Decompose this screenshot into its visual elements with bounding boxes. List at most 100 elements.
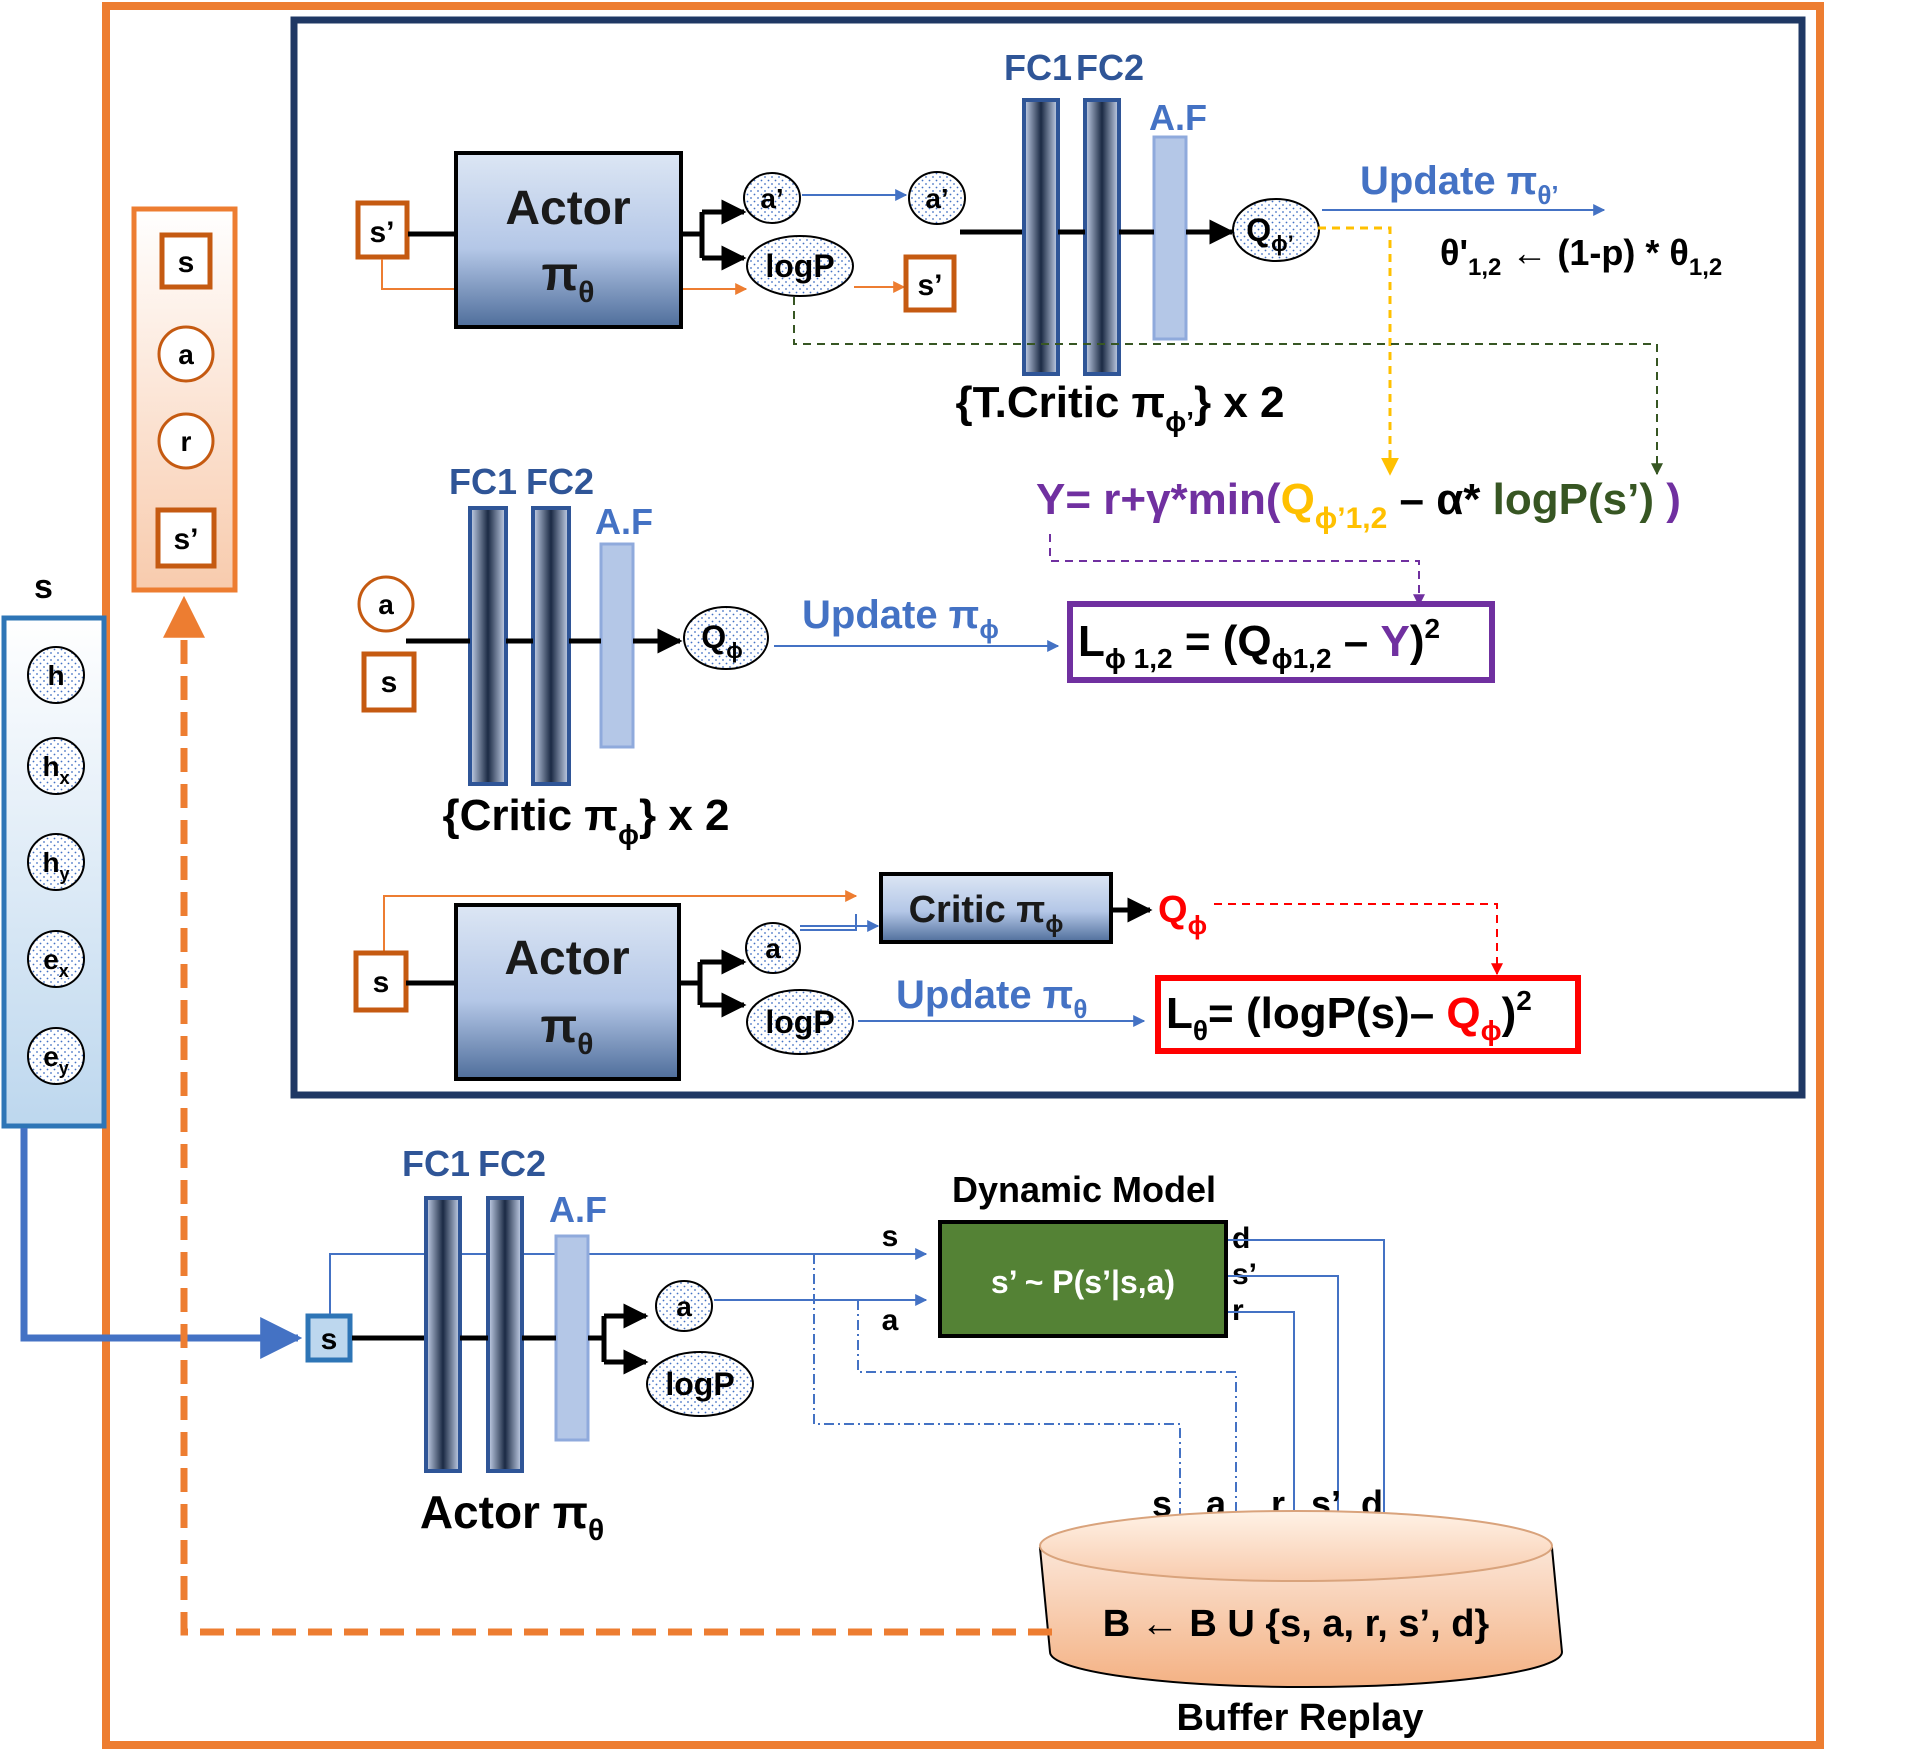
- svg-text:a: a: [378, 589, 394, 620]
- state-item-hy: hy: [27, 833, 85, 891]
- critic-update-label: Update πϕ: [802, 593, 999, 644]
- logp-to-equation-arrow: [793, 297, 1663, 476]
- actor-q-label: Qϕ: [1158, 889, 1207, 940]
- critic-loss-box: Lϕ 1,2 = (Qϕ1,2 – Y)2: [1067, 601, 1495, 683]
- sample-item-s: s: [159, 232, 213, 290]
- target-af-layer: [1152, 135, 1188, 341]
- actor-critic-box: Critic πϕ: [879, 872, 1113, 944]
- critic-af-layer: [599, 542, 635, 749]
- svg-text:s: s: [178, 246, 195, 279]
- svg-text:s’: s’: [917, 269, 942, 302]
- replay-buffer-cylinder: B ← B U {s, a, r, s’, d}: [1038, 1510, 1564, 1688]
- state-item-h: h: [27, 646, 85, 704]
- svg-text:logP: logP: [765, 248, 834, 284]
- svg-text:hx: hx: [42, 751, 69, 788]
- svg-text:B ← B U {s, a, r, s’, d}: B ← B U {s, a, r, s’, d}: [1103, 1603, 1490, 1645]
- svg-text:a: a: [765, 933, 781, 964]
- dynamic-model-box: s’ ~ P(s’|s,a): [938, 1220, 1228, 1338]
- svg-text:Critic πϕ: Critic πϕ: [909, 889, 1064, 938]
- rollout-fc1-layer: [424, 1196, 462, 1473]
- rollout-input-s: s: [305, 1313, 353, 1363]
- actor-logp-node: logP: [746, 989, 854, 1055]
- critic-af-label: A.F: [595, 501, 653, 542]
- svg-text:a: a: [178, 339, 194, 370]
- target-actor-box: Actor πθ: [454, 151, 683, 329]
- svg-text:s’: s’: [369, 216, 394, 249]
- rollout-af-layer: [554, 1234, 590, 1442]
- svg-text:ey: ey: [43, 1041, 69, 1078]
- svg-text:hy: hy: [42, 847, 69, 884]
- critic-input-a: a: [357, 575, 415, 633]
- target-equation: Y= r+γ*min(Qϕ’1,2 – α* logP(s’) ): [1036, 475, 1681, 535]
- svg-text:Qϕ’: Qϕ’: [1246, 212, 1294, 256]
- target-critic-label: {T.Critic πϕ’} x 2: [955, 378, 1284, 437]
- rollout-af-label: A.F: [549, 1189, 607, 1230]
- training-frame: [290, 16, 1806, 1099]
- critic-fc1-label: FC1: [449, 461, 517, 502]
- svg-text:h: h: [47, 660, 64, 691]
- buffer-sample-arrow: [163, 595, 1052, 1636]
- target-fc1-layer: [1022, 98, 1060, 376]
- svg-text:s’ ~ P(s’|s,a): s’ ~ P(s’|s,a): [991, 1264, 1175, 1300]
- dynamic-model-title: Dynamic Model: [952, 1169, 1216, 1210]
- svg-text:πθ: πθ: [542, 248, 595, 309]
- dynamic-model-out-r: r: [1232, 1294, 1244, 1327]
- svg-text:a: a: [676, 1291, 692, 1322]
- target-update-label: Update πθ’: [1360, 159, 1559, 210]
- sample-item-s-prime: s’: [155, 507, 217, 569]
- svg-text:logP: logP: [765, 1004, 834, 1040]
- target-a-prime-node-2: a’: [908, 171, 966, 225]
- svg-text:s’: s’: [173, 523, 198, 556]
- state-panel-title: s: [34, 568, 53, 606]
- target-fc2-layer: [1083, 98, 1121, 376]
- state-item-ey: ey: [27, 1027, 85, 1085]
- target-af-label: A.F: [1149, 97, 1207, 138]
- rollout-fc1-label: FC1: [402, 1143, 470, 1184]
- critic-label: {Critic πϕ} x 2: [442, 791, 729, 850]
- critic-fc2-layer: [531, 506, 571, 786]
- actor-update-label: Update πθ: [896, 973, 1087, 1024]
- critic-q-node: Qϕ: [683, 606, 769, 670]
- dynamic-model-out-s-prime: s’: [1232, 1258, 1257, 1291]
- critic-input-s: s: [361, 651, 417, 713]
- svg-text:r: r: [181, 426, 192, 457]
- q-target-to-equation-arrow: [1318, 226, 1399, 476]
- target-s-prime-box: s’: [903, 254, 957, 313]
- target-fc1-label: FC1: [1004, 47, 1072, 88]
- replay-buffer-label: Buffer Replay: [1176, 1697, 1423, 1739]
- target-q-node: Qϕ’: [1232, 198, 1320, 262]
- sample-item-a: a: [157, 325, 215, 383]
- q-to-actor-loss-arrow: [1214, 903, 1503, 976]
- critic-fc2-label: FC2: [526, 461, 594, 502]
- svg-text:Actor: Actor: [504, 932, 629, 985]
- target-soft-update: θ'1,2 ← (1-p) * θ1,2: [1440, 232, 1722, 281]
- rollout-fc2-layer: [486, 1196, 524, 1473]
- rollout-a-node: a: [655, 1280, 713, 1332]
- svg-text:s: s: [373, 966, 390, 999]
- svg-text:s: s: [321, 1323, 338, 1356]
- actor-box: Actor πθ: [454, 903, 681, 1081]
- svg-text:Actor: Actor: [505, 182, 630, 235]
- target-a-prime-node: a’: [743, 172, 801, 224]
- svg-text:ex: ex: [43, 944, 69, 981]
- actor-loss-box: Lθ= (logP(s)– Qϕ)2: [1155, 975, 1581, 1054]
- state-item-ex: ex: [27, 930, 85, 988]
- svg-text:a’: a’: [760, 183, 783, 214]
- svg-text:Lθ= (logP(s)– Qϕ)2: Lθ= (logP(s)– Qϕ)2: [1166, 985, 1532, 1046]
- rollout-logp-node: logP: [646, 1351, 754, 1417]
- y-to-critic-loss-arrow: [1049, 534, 1425, 607]
- state-item-hx: hx: [27, 737, 85, 795]
- rollout-fc2-label: FC2: [478, 1143, 546, 1184]
- dynamic-model-out-d: d: [1232, 1222, 1250, 1255]
- rollout-actor-label: Actor πθ: [420, 1486, 604, 1547]
- target-logp-node: logP: [746, 235, 854, 297]
- target-input-s-prime: s’: [355, 200, 410, 260]
- svg-text:a’: a’: [925, 183, 948, 214]
- actor-a-node: a: [745, 922, 801, 974]
- dynamic-model-input-s-label: s: [882, 1220, 899, 1253]
- svg-text:πθ: πθ: [541, 1000, 594, 1061]
- target-fc2-label: FC2: [1076, 47, 1144, 88]
- dynamic-model-input-a-label: a: [882, 1304, 899, 1337]
- critic-fc1-layer: [468, 506, 508, 786]
